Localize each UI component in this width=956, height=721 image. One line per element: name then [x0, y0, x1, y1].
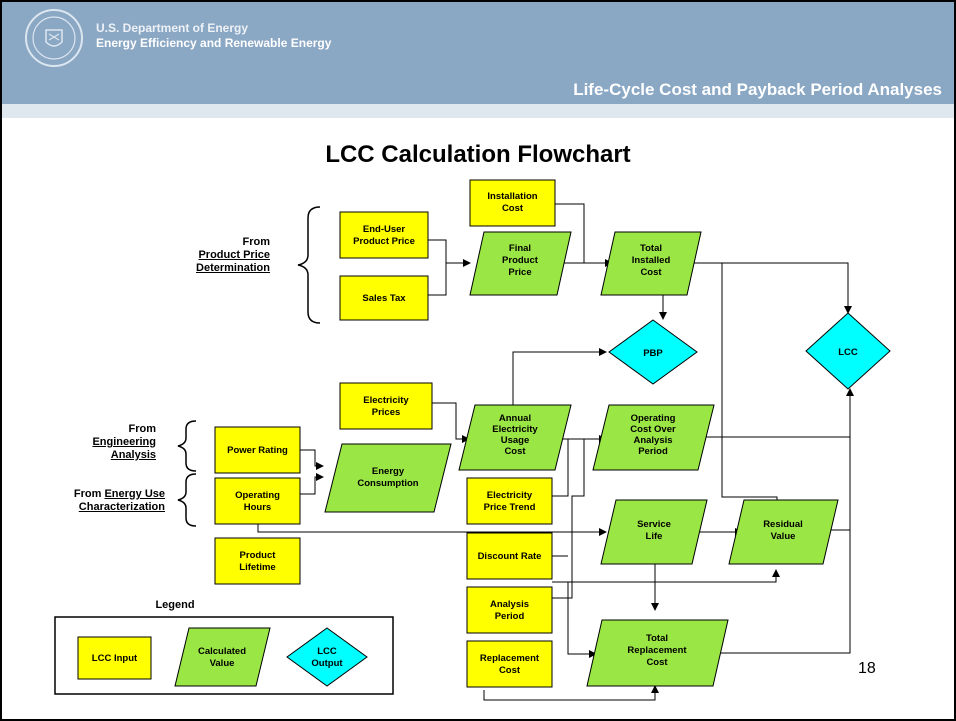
svg-text:Final: Final — [509, 243, 531, 254]
svg-text:Operating: Operating — [235, 490, 280, 501]
svg-text:Calculated: Calculated — [198, 646, 246, 657]
node-electricity-prices: Electricity Prices — [339, 382, 433, 430]
node-operating-cost-over-analysis-period: Operating Cost Over Analysis Period — [592, 404, 715, 471]
node-analysis-period: Analysis Period — [466, 586, 553, 634]
node-final-product-price: Final Product Price — [469, 231, 572, 296]
svg-text:Residual: Residual — [763, 519, 803, 530]
brace-engineering — [177, 420, 197, 472]
svg-text:Product: Product — [240, 550, 277, 561]
node-product-lifetime: Product Lifetime — [214, 537, 301, 585]
svg-text:Usage: Usage — [501, 435, 530, 446]
legend-calculated: Calculated Value — [174, 627, 271, 687]
svg-text:Annual: Annual — [499, 413, 531, 424]
legend: LCC Input Calculated Value LCC Output — [54, 616, 394, 695]
svg-text:Discount Rate: Discount Rate — [478, 551, 542, 562]
node-lcc: LCC — [805, 312, 891, 390]
node-annual-electricity-usage-cost: Annual Electricity Usage Cost — [458, 404, 572, 471]
node-power-rating: Power Rating — [214, 426, 301, 474]
svg-text:Lifetime: Lifetime — [239, 562, 275, 573]
svg-text:Output: Output — [311, 658, 343, 669]
svg-text:LCC: LCC — [838, 347, 858, 358]
node-total-replacement-cost: Total Replacement Cost — [586, 619, 729, 687]
svg-text:Cost: Cost — [640, 267, 662, 278]
node-service-life: Service Life — [600, 499, 708, 565]
node-sales-tax: Sales Tax — [339, 275, 429, 321]
svg-text:Operating: Operating — [631, 413, 676, 424]
svg-text:Electricity: Electricity — [487, 490, 533, 501]
svg-text:Analysis: Analysis — [633, 435, 672, 446]
svg-text:Energy: Energy — [372, 466, 405, 477]
svg-text:Hours: Hours — [244, 502, 271, 513]
svg-text:Installed: Installed — [632, 255, 671, 266]
node-end-user-product-price: End-User Product Price — [339, 211, 429, 259]
svg-text:Cost: Cost — [646, 657, 668, 668]
svg-text:LCC: LCC — [317, 646, 337, 657]
svg-text:Cost: Cost — [502, 203, 524, 214]
svg-text:Electricity: Electricity — [363, 395, 409, 406]
svg-text:End-User: End-User — [363, 224, 406, 235]
svg-text:Value: Value — [210, 658, 235, 669]
svg-text:Life: Life — [646, 531, 663, 542]
svg-text:Total: Total — [640, 243, 662, 254]
svg-text:Total: Total — [646, 633, 668, 644]
svg-text:Consumption: Consumption — [357, 478, 418, 489]
node-replacement-cost: Replacement Cost — [466, 640, 553, 688]
legend-input: LCC Input — [77, 636, 152, 680]
svg-text:PBP: PBP — [643, 348, 663, 359]
node-operating-hours: Operating Hours — [214, 477, 301, 525]
svg-text:Replacement: Replacement — [480, 653, 540, 664]
svg-text:Period: Period — [495, 611, 525, 622]
node-energy-consumption: Energy Consumption — [324, 443, 452, 513]
node-discount-rate: Discount Rate — [466, 532, 553, 580]
node-residual-value: Residual Value — [728, 499, 839, 565]
svg-text:Product: Product — [502, 255, 539, 266]
svg-text:Installation: Installation — [487, 191, 537, 202]
page-number: 18 — [858, 660, 876, 677]
svg-text:Product Price: Product Price — [353, 236, 415, 247]
svg-text:Replacement: Replacement — [627, 645, 687, 656]
svg-text:Electricity: Electricity — [492, 424, 538, 435]
svg-text:Price Trend: Price Trend — [484, 502, 536, 513]
node-electricity-price-trend: Electricity Price Trend — [466, 477, 553, 525]
svg-text:Cost Over: Cost Over — [630, 424, 676, 435]
svg-text:Service: Service — [637, 519, 671, 530]
svg-text:Value: Value — [771, 531, 796, 542]
svg-text:Cost: Cost — [499, 665, 521, 676]
svg-text:Analysis: Analysis — [490, 599, 529, 610]
brace-energy-use — [177, 473, 197, 527]
svg-text:Period: Period — [638, 446, 668, 457]
svg-text:Power Rating: Power Rating — [227, 445, 288, 456]
svg-text:Sales Tax: Sales Tax — [362, 293, 406, 304]
node-pbp: PBP — [608, 319, 698, 385]
brace-product-price — [297, 206, 321, 324]
svg-text:LCC Input: LCC Input — [92, 653, 138, 664]
svg-text:Prices: Prices — [372, 407, 401, 418]
svg-text:Price: Price — [508, 267, 531, 278]
node-total-installed-cost: Total Installed Cost — [600, 231, 702, 296]
node-installation-cost: Installation Cost — [469, 179, 556, 227]
svg-text:Cost: Cost — [504, 446, 526, 457]
